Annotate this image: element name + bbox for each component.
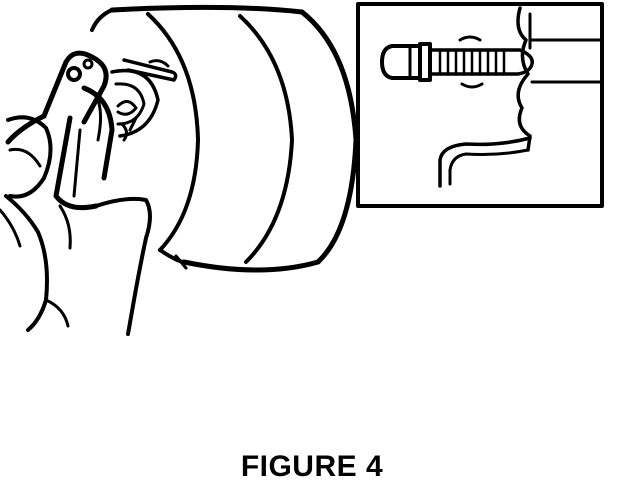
pliers-icon <box>5 50 115 211</box>
brake-drum-icon <box>90 4 359 273</box>
detail-inset-icon <box>356 2 604 208</box>
figure-caption: FIGURE 4 <box>240 450 384 483</box>
hand-icon <box>0 115 152 336</box>
